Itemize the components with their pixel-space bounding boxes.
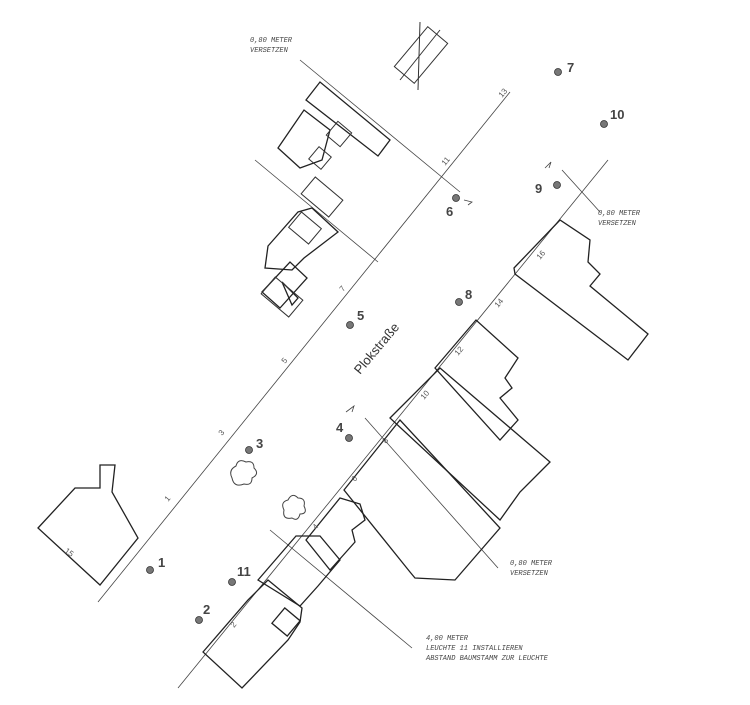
lamp-8 (455, 298, 463, 306)
dimension-line (269, 529, 413, 649)
building-7 (261, 261, 308, 309)
house-number: 14 (493, 296, 506, 309)
lamp-5 (346, 321, 354, 329)
building-2-annex (270, 606, 302, 638)
house-number: 5 (280, 356, 290, 366)
street-edge-south (177, 159, 609, 689)
note-bottom-line2: LEUCHTE 11 INSTALLIEREN (426, 645, 523, 653)
note-mid-line2: VERSETZEN (510, 570, 549, 578)
garage-cross (417, 21, 421, 91)
note-right-line2: VERSETZEN (598, 220, 637, 228)
house-number: 8 (381, 436, 391, 446)
lamp-label-1: 1 (158, 555, 165, 570)
building-14-16 (513, 219, 649, 361)
lamp-label-5: 5 (357, 308, 364, 323)
lamp-label-7: 7 (567, 60, 574, 75)
lamp-10 (600, 120, 608, 128)
property-line (254, 159, 379, 263)
garage (300, 176, 344, 218)
building-2 (202, 579, 303, 689)
tree-icon (282, 494, 306, 520)
building-10 (389, 367, 551, 521)
house-number: 15 (63, 546, 76, 559)
building-6 (305, 497, 366, 572)
garage (308, 146, 332, 170)
building-4 (257, 535, 341, 607)
lamp-label-2: 2 (203, 602, 210, 617)
house-number: 3 (217, 428, 227, 438)
note-top-line1: 0,80 METER (250, 37, 293, 45)
lamp-1 (146, 566, 154, 574)
dimension-line (364, 417, 499, 569)
note-top-line2: VERSETZEN (250, 47, 289, 55)
lamp-4 (345, 434, 353, 442)
lamp-6 (452, 194, 460, 202)
house-number: 1 (163, 494, 173, 504)
property-line (299, 59, 461, 193)
note-mid-line1: 0,80 METER (510, 560, 553, 568)
house-number: 13 (497, 86, 510, 99)
building-9 (264, 207, 340, 271)
arrow-icon (463, 199, 473, 206)
house-number: 16 (535, 248, 548, 261)
arrow-icon (345, 404, 355, 413)
lamp-label-3: 3 (256, 436, 263, 451)
building-12 (434, 319, 519, 441)
dimension-line (561, 169, 601, 213)
shed (260, 276, 304, 318)
arrow-icon (544, 161, 552, 169)
house-number: 12 (453, 344, 466, 357)
lamp-3 (245, 446, 253, 454)
lamp-2 (195, 616, 203, 624)
garage (325, 120, 353, 148)
garage (287, 211, 323, 245)
lamp-11 (228, 578, 236, 586)
street-name: Plokstraße (351, 320, 402, 377)
garage-cross (399, 29, 441, 81)
street-edge-north (97, 91, 511, 603)
house-number: 7 (338, 284, 348, 294)
lamp-9 (553, 181, 561, 189)
lamp-label-10: 10 (610, 107, 624, 122)
house-number: 2 (229, 620, 239, 630)
note-bottom-line3: ABSTAND BAUMSTAMM ZUR LEUCHTE (425, 655, 549, 663)
building-11-annex (305, 81, 391, 157)
lamp-label-6: 6 (446, 204, 453, 219)
lamp-label-9: 9 (535, 181, 542, 196)
house-number: 4 (311, 522, 321, 532)
building-8 (343, 419, 501, 581)
note-right-line1: 0,80 METER (598, 210, 641, 218)
house-number: 6 (350, 474, 360, 484)
building-11 (277, 109, 331, 169)
garage (393, 26, 449, 84)
lamp-7 (554, 68, 562, 76)
lamp-label-4: 4 (336, 420, 344, 435)
building-15 (37, 464, 139, 586)
lamp-label-8: 8 (465, 287, 472, 302)
lamp-label-11: 11 (237, 564, 251, 579)
note-bottom-line1: 4,00 METER (426, 635, 469, 643)
tree-icon (230, 460, 258, 486)
